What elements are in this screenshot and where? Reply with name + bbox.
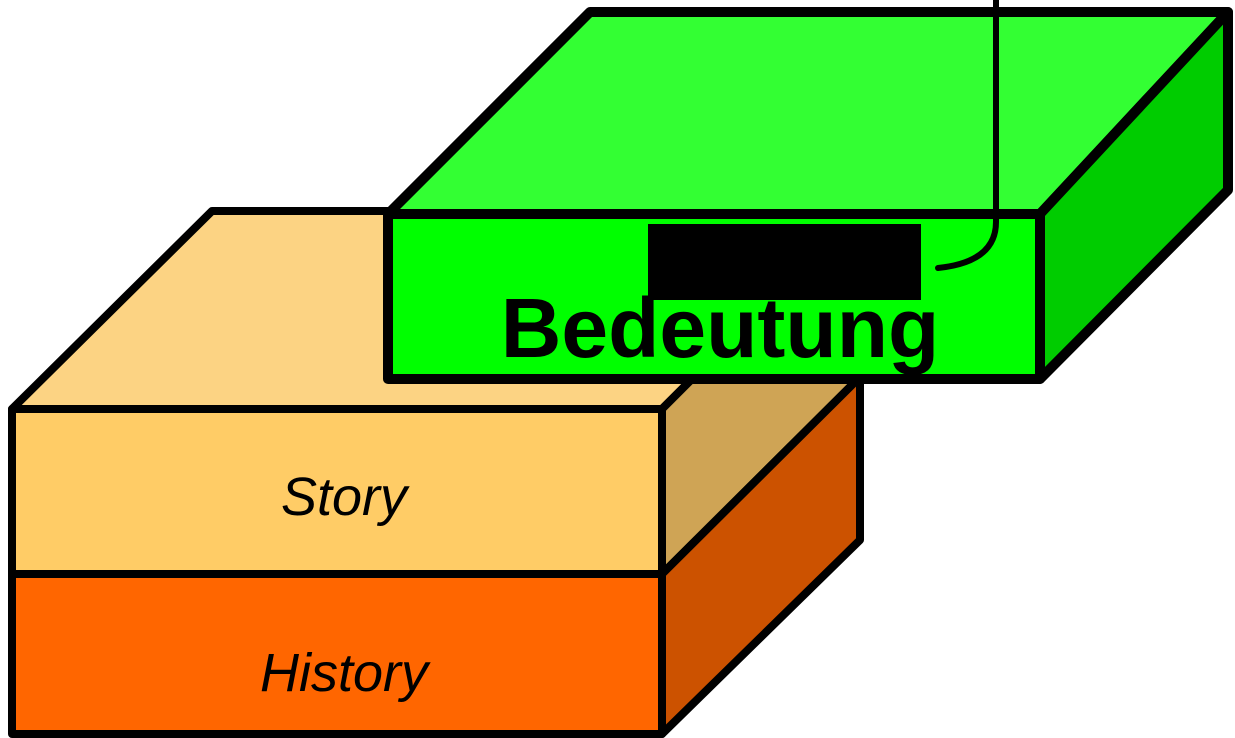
history-front-face — [8, 570, 666, 738]
story-label: Story — [281, 467, 410, 527]
story-front-face — [8, 405, 666, 578]
history-label: History — [260, 643, 431, 703]
bedeutung-label: Bedeutung — [501, 281, 940, 375]
black-box — [648, 224, 921, 300]
connector-line — [935, 0, 999, 271]
bedeutung-block: Bedeutung — [383, 0, 1233, 384]
